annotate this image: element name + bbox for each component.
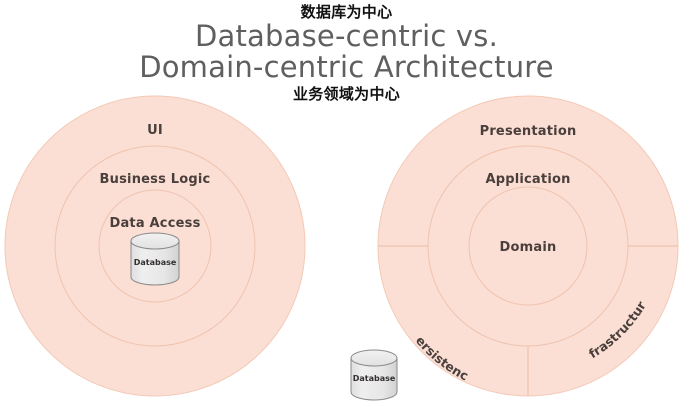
left-label-data-access: Data Access [109, 216, 200, 231]
left-architecture-group: UI Business Logic Data Access Database [4, 95, 306, 397]
page-title-line2: Domain-centric Architecture [139, 50, 554, 84]
cylinder-body [350, 357, 398, 401]
chinese-caption-top: 数据库为中心 [300, 3, 393, 21]
external-database-label: Database [353, 374, 396, 383]
title-block: 数据库为中心 Database-centric vs. Domain-centr… [0, 0, 693, 103]
right-label-application: Application [485, 172, 570, 187]
page-title-line1: Database-centric vs. [194, 19, 498, 53]
right-ring-domain[interactable] [468, 186, 588, 306]
external-database-cylinder[interactable]: Database [350, 349, 398, 401]
chinese-caption-bottom: 业务领域为中心 [292, 85, 401, 103]
right-label-domain: Domain [500, 240, 557, 255]
left-database-cylinder[interactable]: Database [130, 232, 180, 286]
right-label-presentation: Presentation [480, 124, 577, 139]
cylinder-top [350, 349, 398, 367]
cylinder-top [130, 232, 180, 250]
left-database-label: Database [134, 258, 177, 267]
cylinder-body [130, 240, 180, 286]
left-label-ui: UI [147, 123, 163, 138]
left-label-business-logic: Business Logic [100, 172, 211, 187]
